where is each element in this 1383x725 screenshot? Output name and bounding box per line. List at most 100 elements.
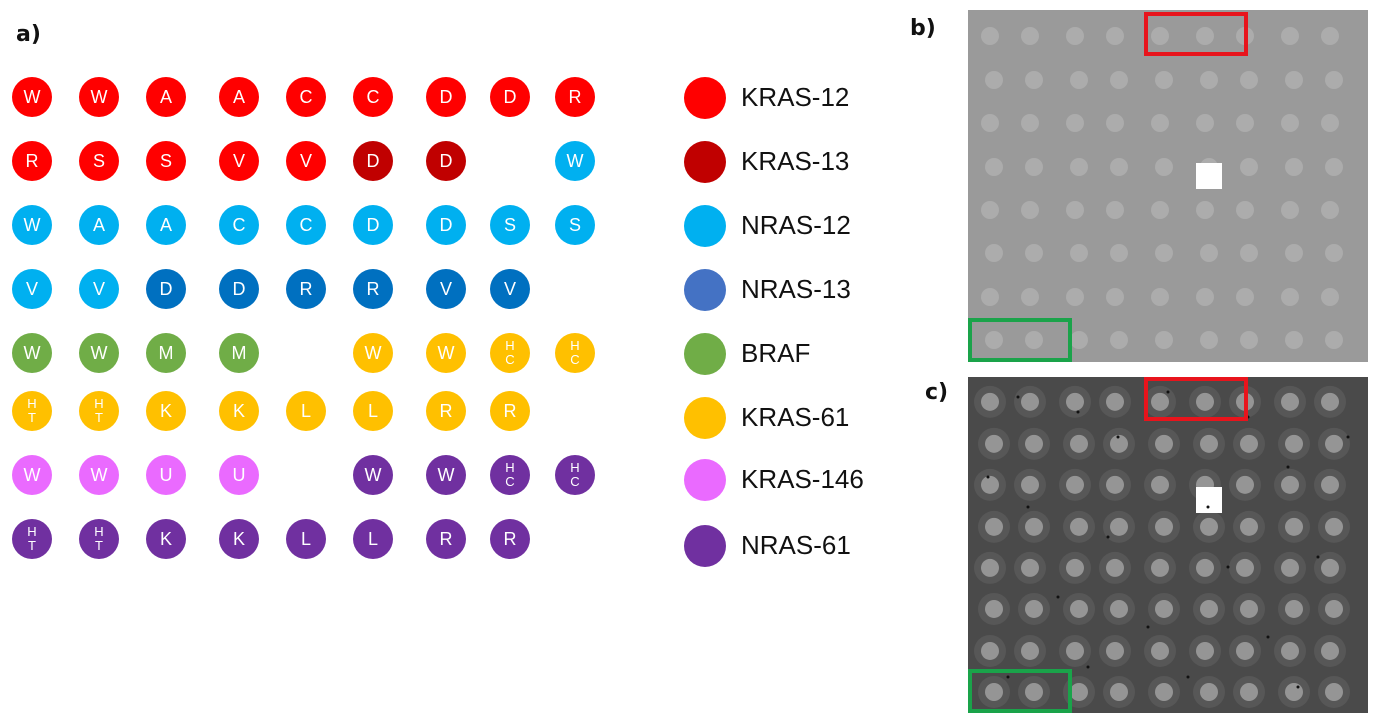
array-spot bbox=[981, 475, 999, 494]
array-spot bbox=[1200, 331, 1218, 349]
array-spot bbox=[985, 331, 1003, 349]
array-spot bbox=[1025, 71, 1043, 89]
array-spot bbox=[1155, 517, 1173, 536]
spot-nras-61-k: K bbox=[219, 519, 259, 559]
array-spot bbox=[1285, 71, 1303, 89]
array-spot bbox=[1240, 158, 1258, 176]
highlight-box-green bbox=[968, 669, 1072, 713]
array-spot bbox=[981, 641, 999, 660]
spot-nras-61-l: L bbox=[353, 519, 393, 559]
spot-letter: H bbox=[27, 396, 37, 411]
array-spot bbox=[1236, 114, 1254, 132]
array-image-c bbox=[968, 377, 1368, 713]
spot-letter: H bbox=[570, 460, 580, 475]
array-spot bbox=[1281, 392, 1299, 411]
spot-kras-12-c: C bbox=[286, 77, 326, 117]
array-spot bbox=[981, 114, 999, 132]
spot-letter: H bbox=[570, 338, 580, 353]
array-spot bbox=[1066, 558, 1084, 577]
spot-kras-61-r: R bbox=[426, 391, 466, 431]
legend-label: KRAS-13 bbox=[741, 146, 850, 176]
spot-letter: C bbox=[505, 474, 515, 489]
array-spot bbox=[1321, 288, 1339, 306]
array-spot bbox=[1151, 27, 1169, 45]
array-spot bbox=[1236, 201, 1254, 219]
spot-kras-12-r: R bbox=[555, 77, 595, 117]
legend-swatch bbox=[684, 459, 726, 501]
array-spot bbox=[1021, 27, 1039, 45]
array-spot bbox=[1196, 392, 1214, 411]
array-spot bbox=[1110, 331, 1128, 349]
spot-nras-12-c: C bbox=[219, 205, 259, 245]
legend-swatch bbox=[684, 77, 726, 119]
spot-letter: C bbox=[570, 474, 580, 489]
spot-kras-12-s: S bbox=[79, 141, 119, 181]
array-spot bbox=[1070, 331, 1088, 349]
array-spot bbox=[1281, 201, 1299, 219]
reference-square bbox=[1196, 163, 1222, 189]
array-spot bbox=[1151, 558, 1169, 577]
array-spot bbox=[1325, 158, 1343, 176]
spot-kras-12-r: R bbox=[12, 141, 52, 181]
array-spot bbox=[1325, 683, 1343, 701]
array-spot bbox=[1106, 392, 1124, 411]
array-spot bbox=[1025, 158, 1043, 176]
speckle bbox=[1346, 435, 1350, 439]
array-spot bbox=[985, 158, 1003, 176]
array-spot bbox=[1151, 201, 1169, 219]
legend-label: NRAS-61 bbox=[741, 530, 851, 560]
array-spot bbox=[1106, 288, 1124, 306]
speckle bbox=[1206, 505, 1210, 509]
array-spot bbox=[981, 558, 999, 577]
array-spot bbox=[1070, 683, 1088, 701]
array-image-c-canvas bbox=[968, 377, 1368, 713]
array-spot bbox=[1021, 558, 1039, 577]
array-spot bbox=[1240, 244, 1258, 262]
spot-kras-12-a: A bbox=[146, 77, 186, 117]
speckle bbox=[1296, 685, 1300, 689]
legend-label: KRAS-61 bbox=[741, 402, 850, 432]
array-spot bbox=[1200, 599, 1218, 618]
speckle bbox=[1076, 410, 1080, 414]
array-spot bbox=[985, 71, 1003, 89]
array-spot bbox=[1066, 392, 1084, 411]
array-spot bbox=[1021, 641, 1039, 660]
array-spot bbox=[1106, 475, 1124, 494]
legend-label: NRAS-13 bbox=[741, 274, 851, 304]
array-spot bbox=[1110, 244, 1128, 262]
array-spot bbox=[1325, 71, 1343, 89]
array-spot bbox=[1155, 331, 1173, 349]
spot-nras-61-l: L bbox=[286, 519, 326, 559]
array-spot bbox=[1106, 201, 1124, 219]
spot-kras-61-r: R bbox=[490, 391, 530, 431]
spot-nras-13-r: R bbox=[286, 269, 326, 309]
array-spot bbox=[1240, 71, 1258, 89]
speckle bbox=[1146, 625, 1150, 629]
array-spot bbox=[1325, 331, 1343, 349]
spot-braf-w: W bbox=[79, 333, 119, 373]
spot-letter: C bbox=[505, 352, 515, 367]
spot-nras-61-w: W bbox=[426, 455, 466, 495]
array-spot bbox=[1070, 244, 1088, 262]
array-spot bbox=[1240, 434, 1258, 453]
speckle bbox=[1166, 390, 1170, 394]
spot-nras-12-v: V bbox=[12, 269, 52, 309]
spot-nras-61-r: R bbox=[490, 519, 530, 559]
spot-kras-13-d: D bbox=[353, 141, 393, 181]
spot-kras-146-u: U bbox=[219, 455, 259, 495]
array-spot bbox=[1321, 475, 1339, 494]
array-spot bbox=[985, 244, 1003, 262]
speckle bbox=[1056, 595, 1060, 599]
array-spot bbox=[1110, 599, 1128, 618]
spot-kras-61-k: K bbox=[219, 391, 259, 431]
array-spot bbox=[1110, 434, 1128, 453]
spot-letter: T bbox=[28, 410, 36, 425]
spot-kras-12-w: W bbox=[79, 77, 119, 117]
array-spot bbox=[981, 27, 999, 45]
array-spot bbox=[1021, 392, 1039, 411]
array-spot bbox=[1285, 158, 1303, 176]
